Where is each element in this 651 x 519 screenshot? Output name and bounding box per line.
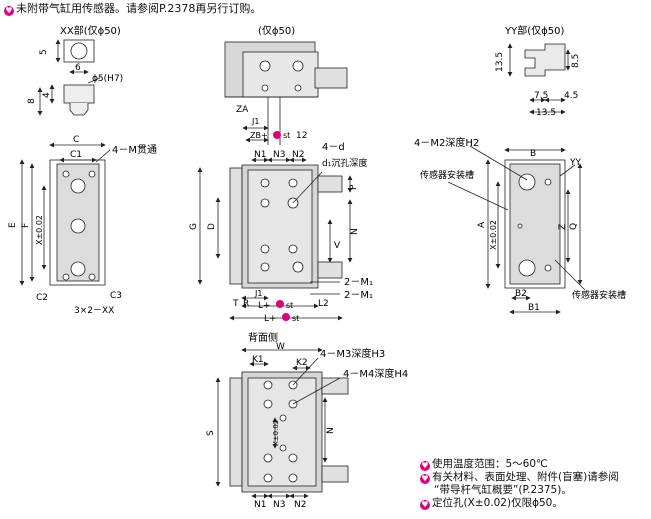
info-icon: ♥ — [420, 461, 430, 471]
right-B: B — [530, 149, 536, 159]
center-G: G — [189, 223, 199, 230]
top-12: 12 — [296, 131, 307, 141]
right-YY: YY — [569, 158, 581, 168]
right-B2: B2 — [515, 289, 527, 299]
note-temp: 使用温度范围：5～60℃ — [432, 458, 548, 470]
st-marker-icon — [273, 131, 281, 139]
right-B1: B1 — [528, 303, 540, 313]
right-sensor1: 传感器安装槽 — [420, 169, 474, 181]
left-xx: 3×2－XX — [74, 306, 114, 316]
left-C: C — [73, 135, 79, 145]
top-note: ♥未附带气缸用传感器。请参阅P.2378再另行订购。 — [4, 2, 261, 16]
right-X: X±0.02 — [489, 220, 498, 250]
st-marker-icon-3 — [282, 313, 290, 321]
top-view — [224, 41, 348, 145]
top-j1: J1 — [251, 117, 259, 126]
back-N: N — [326, 427, 336, 434]
center-L2: L2 — [318, 299, 329, 309]
left-view — [19, 142, 111, 286]
center-st1: st — [286, 301, 293, 310]
back-title: 背面侧 — [248, 331, 278, 344]
top-za: ZA — [236, 105, 249, 115]
top-title: (仅ϕ50) — [258, 25, 295, 37]
top-st: st — [283, 131, 290, 140]
center-st2: st — [292, 314, 299, 323]
center-N3: N3 — [273, 150, 285, 160]
center-V: V — [334, 241, 341, 251]
right-sensor2: 传感器安装槽 — [572, 289, 626, 301]
back-view — [215, 347, 349, 499]
xx-dim-4: 4 — [42, 92, 52, 98]
right-Z: Z — [558, 224, 568, 230]
back-X: X±0.02 — [272, 420, 280, 446]
xx-dim-6: 6 — [75, 63, 81, 73]
right-A: A — [477, 221, 487, 228]
note-reference: “带导杆气缸概要”(P.2375)。 — [434, 484, 572, 496]
note-hole: 定位孔(X±0.02)仅限ϕ50。 — [432, 497, 563, 509]
center-2m1b: 2－M₁ — [344, 290, 373, 301]
center-L: L+ — [264, 314, 277, 324]
center-d1: d₁沉孔深度 — [322, 157, 367, 169]
right-view — [447, 145, 586, 315]
xx-dim-phi: ϕ5(H7) — [92, 74, 123, 84]
note-material: 有关材料、表面处理、附件(盲塞)请参阅 — [432, 471, 619, 483]
right-Q: Q — [569, 223, 579, 230]
center-L1: L+ — [258, 301, 271, 311]
st-marker-icon-2 — [276, 300, 284, 308]
notes-block: ♥使用温度范围：5～60℃ ♥有关材料、表面处理、附件(盲塞)请参阅 “带导杆气… — [420, 458, 619, 510]
back-W: W — [276, 342, 285, 352]
xx-detail — [37, 39, 101, 116]
left-F: F — [21, 223, 31, 228]
center-D: D — [207, 223, 217, 230]
left-C2: C2 — [36, 293, 48, 303]
center-P: P — [349, 184, 359, 190]
left-X: X±0.02 — [35, 215, 44, 245]
center-R: R — [243, 299, 249, 309]
back-K2: K2 — [296, 358, 308, 368]
center-J1: J1 — [254, 289, 262, 298]
center-2m1a: 2－M₁ — [344, 277, 373, 288]
center-T: T — [232, 299, 239, 309]
back-S: S — [206, 430, 216, 436]
xx-title: XX部(仅ϕ50) — [60, 24, 121, 37]
back-N2: N2 — [294, 500, 306, 510]
center-N2: N2 — [292, 150, 304, 160]
center-4d: 4－d — [322, 142, 345, 153]
yy-title: YY部(仅ϕ50) — [504, 24, 564, 37]
center-view — [197, 157, 353, 321]
back-m4: 4－M4深度H4 — [343, 367, 408, 380]
right-m2: 4－M2深度H2 — [414, 136, 479, 149]
back-N3: N3 — [273, 500, 285, 510]
info-icon: ♥ — [4, 6, 14, 16]
left-C1: C1 — [70, 150, 82, 160]
top-zb: ZB+ — [250, 131, 268, 140]
yy-7-5: 7.5 — [534, 91, 548, 101]
center-N: N — [350, 228, 360, 235]
info-icon: ♥ — [420, 474, 430, 484]
yy-detail — [507, 43, 571, 115]
center-N1: N1 — [254, 150, 266, 160]
xx-dim-8: 8 — [27, 98, 37, 104]
xx-dim-5: 5 — [39, 49, 49, 55]
yy-13-5: 13.5 — [495, 52, 505, 72]
yy-13-5b: 13.5 — [536, 108, 556, 118]
left-C3: C3 — [110, 291, 122, 301]
yy-8-5: 8.5 — [571, 54, 581, 68]
back-N1: N1 — [254, 500, 266, 510]
top-note-text: 未附带气缸用传感器。请参阅P.2378再另行订购。 — [16, 2, 262, 15]
back-K1: K1 — [252, 355, 264, 365]
left-E: E — [8, 222, 18, 228]
info-icon: ♥ — [420, 500, 430, 510]
back-m3: 4－M3深度H3 — [320, 347, 385, 360]
yy-4-5: 4.5 — [564, 91, 578, 101]
left-m4: 4－M贯通 — [112, 144, 157, 156]
